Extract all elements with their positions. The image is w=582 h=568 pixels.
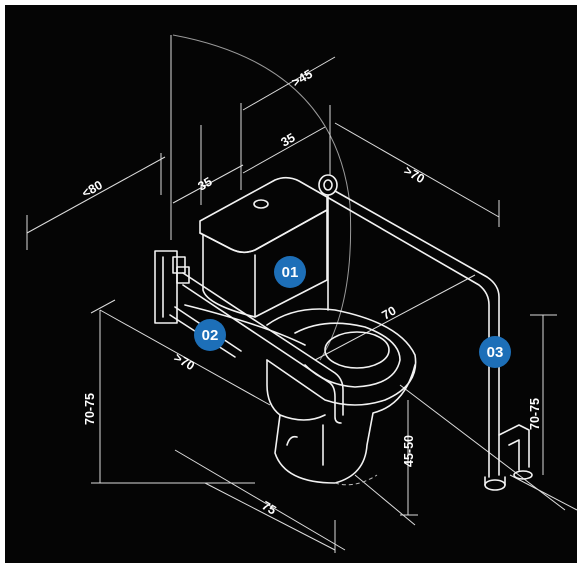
- fold-up-grab-bar: [154, 250, 344, 424]
- dim-greater-70-left: >70: [172, 350, 197, 373]
- dim-70-75-right: 70-75: [528, 398, 542, 430]
- dim-45-50: 45-50: [402, 435, 416, 467]
- svg-text:02: 02: [202, 327, 219, 344]
- dimension-lines: [26, 35, 577, 553]
- drawing-canvas: >45 35 35 <80 >70 70 >70 70-75 45-50 75 …: [5, 5, 577, 563]
- dim-70-75-left: 70-75: [83, 393, 97, 425]
- dim-35-lower: 35: [196, 174, 215, 193]
- dim-75: 75: [260, 498, 279, 517]
- swing-arc: [172, 34, 352, 361]
- dim-greater-70-top: >70: [402, 163, 427, 186]
- toilet: [199, 176, 417, 486]
- toilet-accessibility-diagram: >45 35 35 <80 >70 70 >70 70-75 45-50 75 …: [26, 34, 577, 553]
- svg-text:03: 03: [487, 344, 504, 361]
- badge-01: 01: [274, 256, 306, 288]
- dim-35-upper: 35: [279, 130, 298, 149]
- badge-02: 02: [194, 319, 226, 351]
- svg-text:01: 01: [282, 264, 299, 281]
- dim-less-80: <80: [80, 178, 105, 201]
- wall-grab-bar: [318, 174, 533, 491]
- badge-03: 03: [479, 336, 511, 368]
- dim-70-mid: 70: [380, 303, 399, 322]
